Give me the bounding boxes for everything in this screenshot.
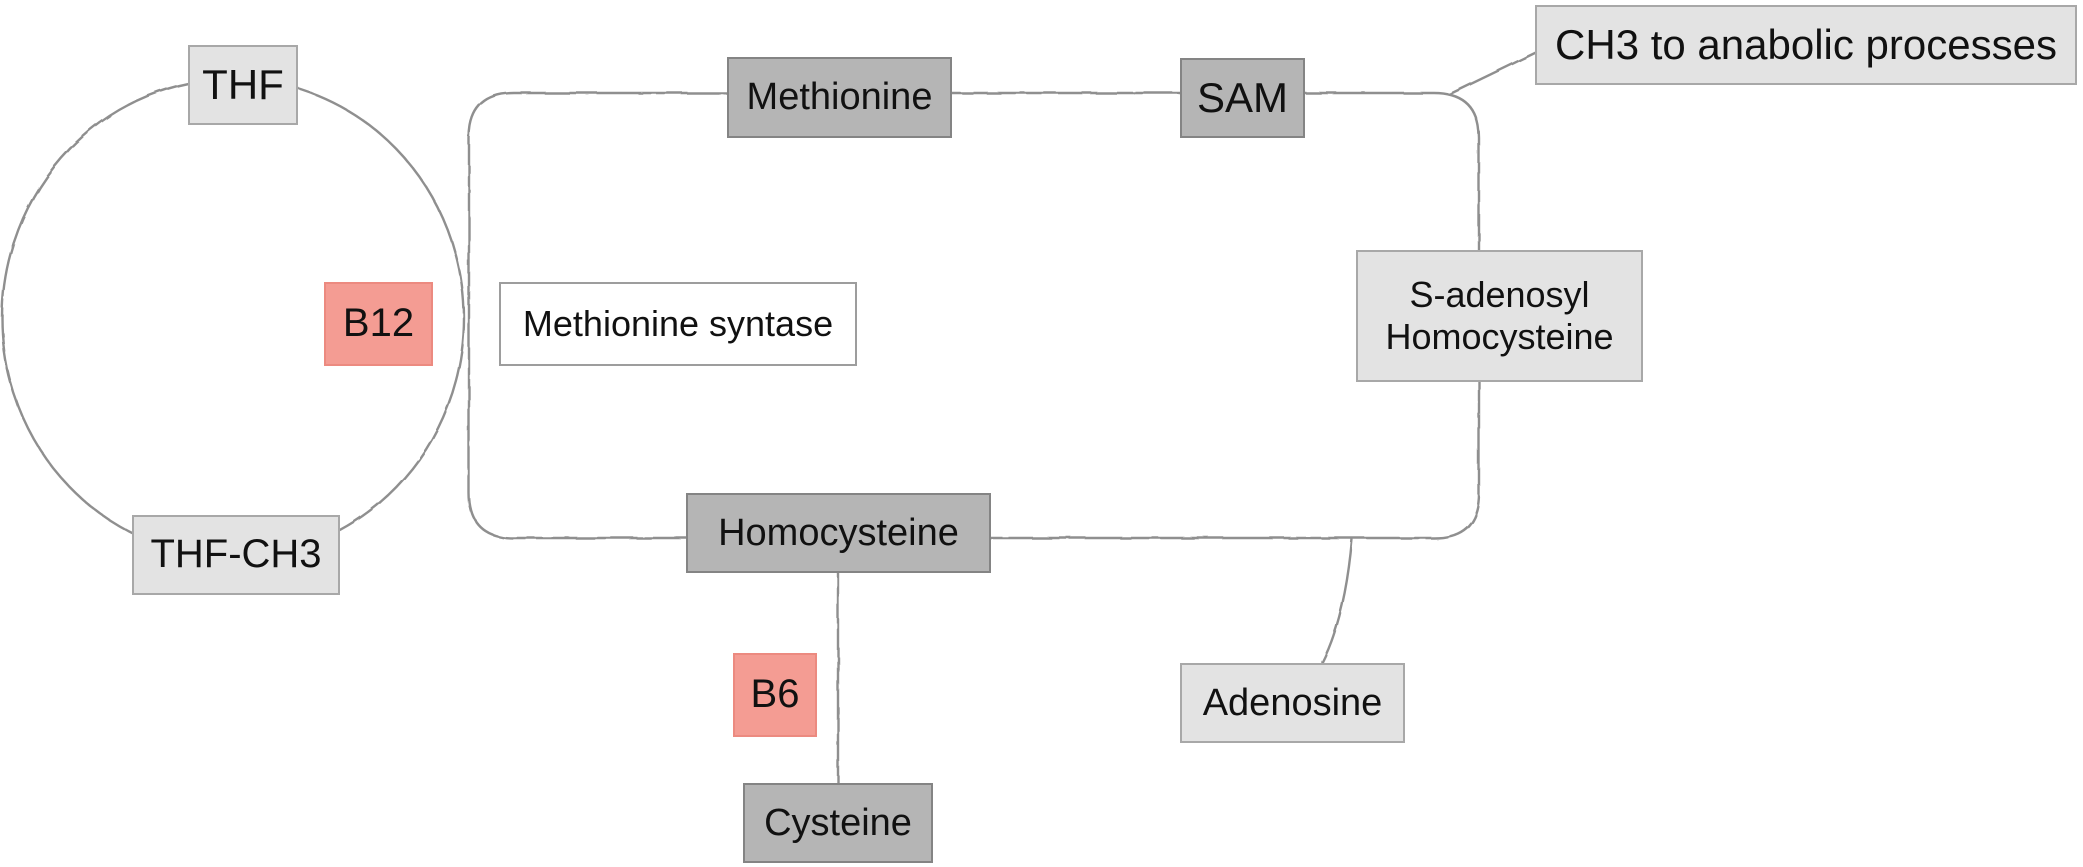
node-homocysteine: Homocysteine [686, 493, 991, 573]
methionine-cycle-loop [467, 91, 1481, 540]
node-s-adenosyl-homocysteine: S-adenosyl Homocysteine [1356, 250, 1643, 382]
connector-loop-to-adenosine [1320, 538, 1354, 664]
node-thf: THF [188, 45, 298, 125]
node-ch3-anabolic-output: CH3 to anabolic processes [1535, 5, 2077, 85]
node-b6-cofactor: B6 [733, 653, 817, 737]
node-cysteine: Cysteine [743, 783, 933, 863]
node-methionine-syntase: Methionine syntase [499, 282, 857, 366]
node-methionine: Methionine [727, 57, 952, 138]
node-b12-cofactor: B12 [324, 282, 433, 366]
node-adenosine: Adenosine [1180, 663, 1405, 743]
node-thf-ch3: THF-CH3 [132, 515, 340, 595]
node-sam: SAM [1180, 58, 1305, 138]
connector-sam-to-ch3-output [1449, 50, 1538, 96]
